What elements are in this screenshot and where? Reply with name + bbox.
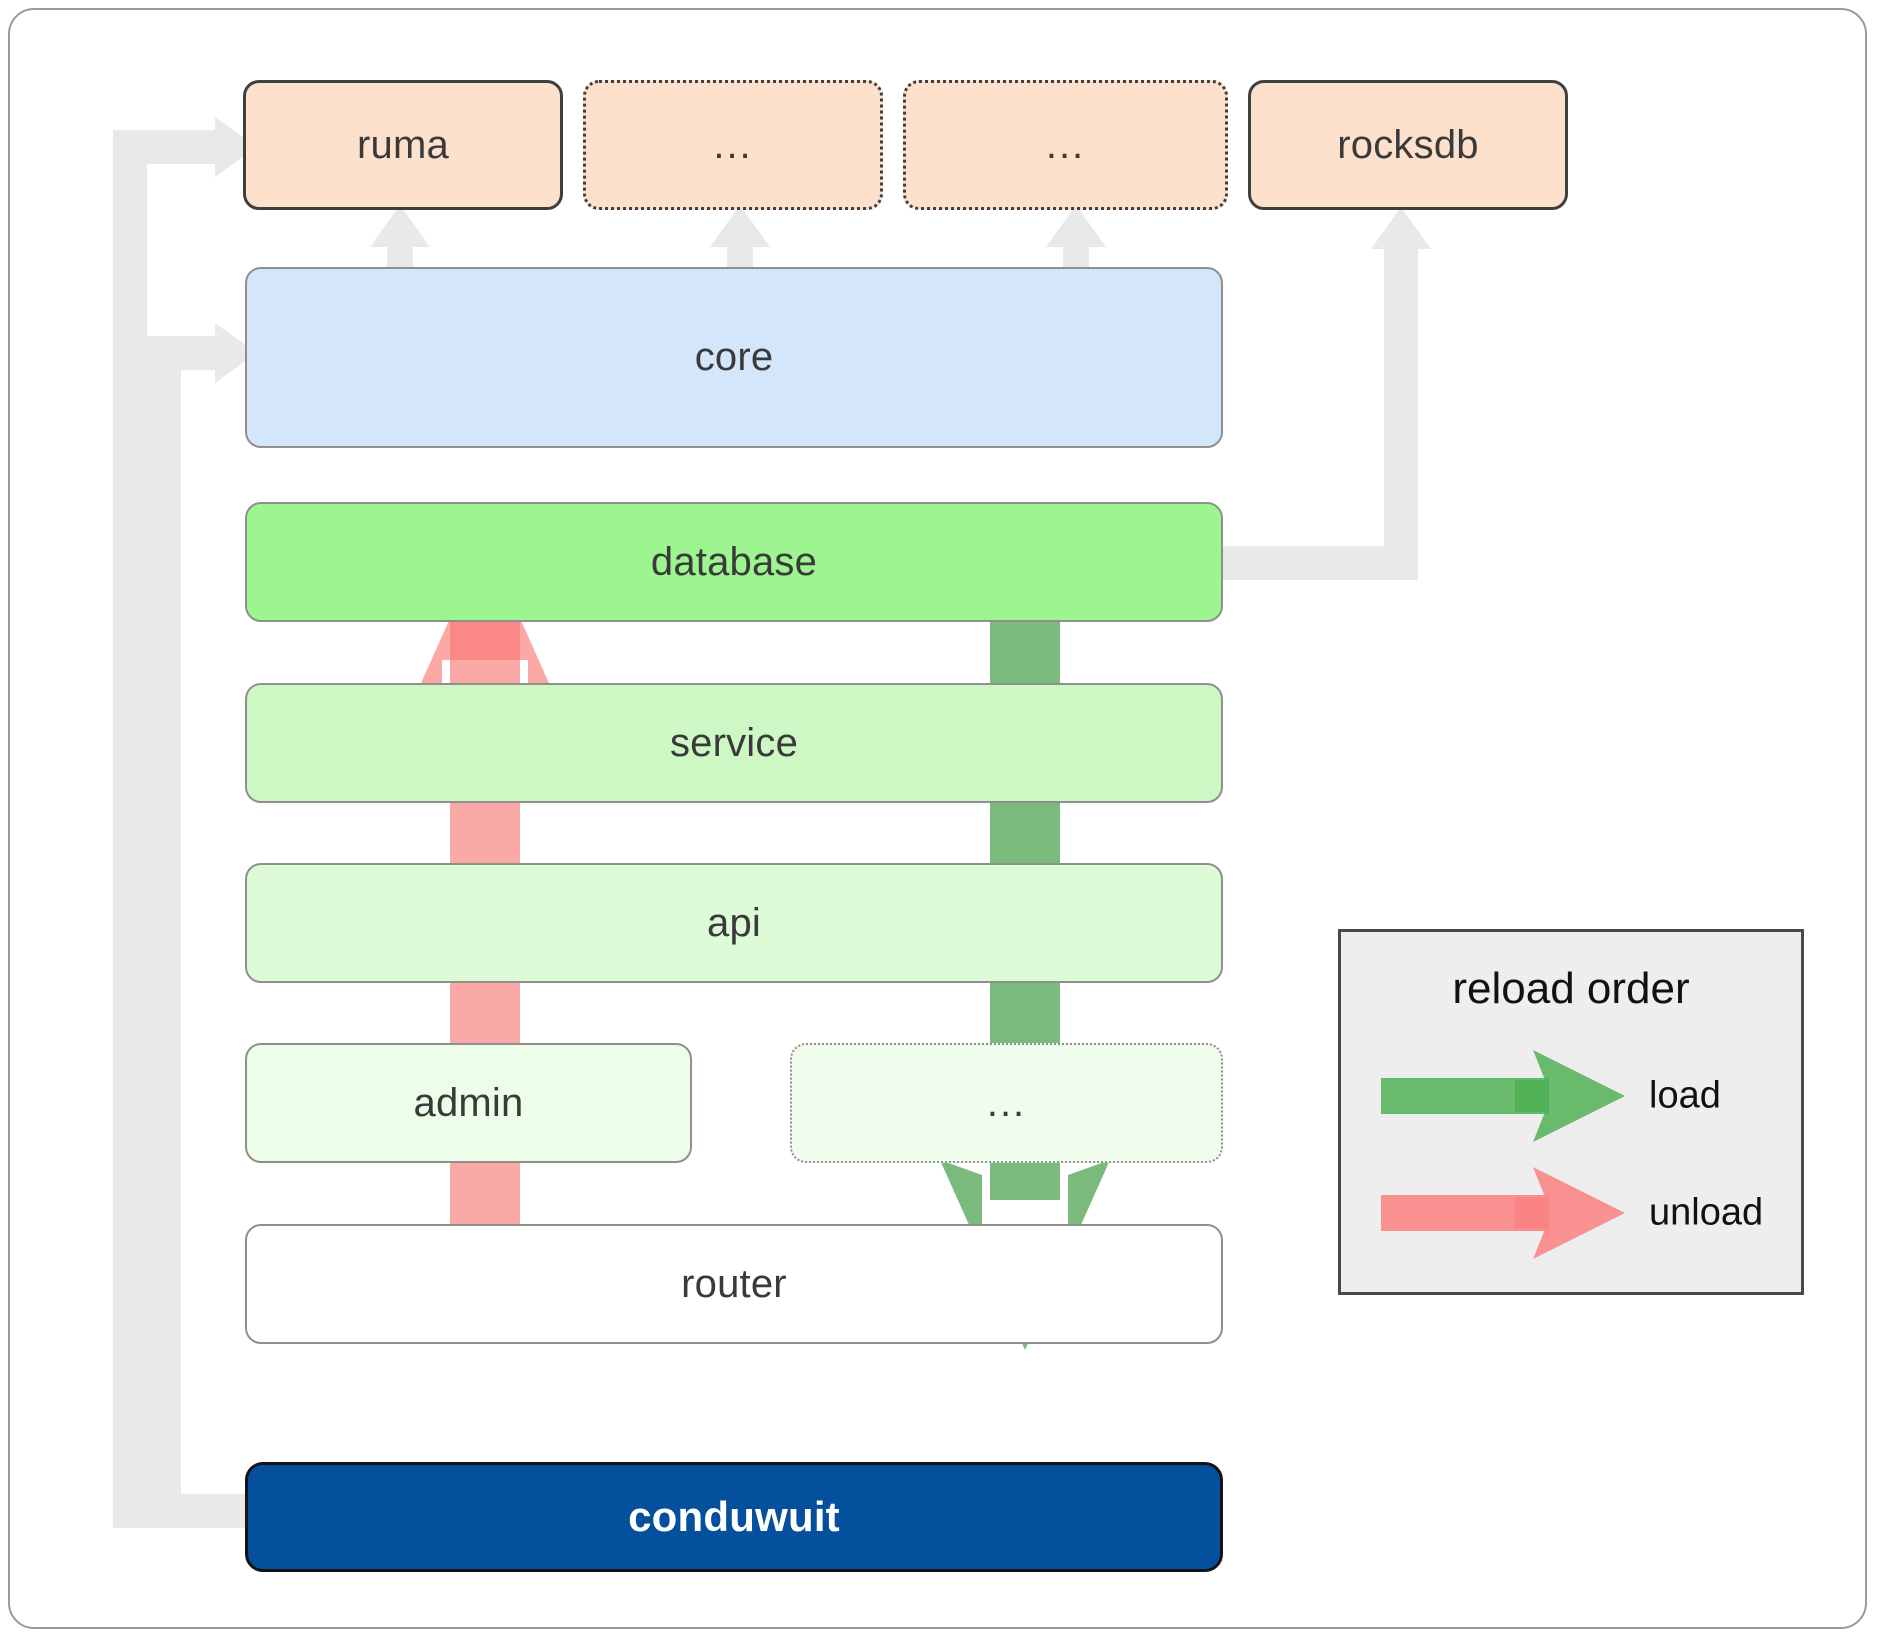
node-label-core: core: [694, 335, 774, 379]
node-label-more: ...: [986, 1080, 1027, 1125]
diagram-outer-frame: [8, 8, 1867, 1629]
node-rocksdb[interactable]: rocksdb: [1248, 80, 1568, 210]
node-label-router: router: [681, 1261, 787, 1306]
node-label-service: service: [669, 720, 799, 765]
node-router[interactable]: router: [245, 1224, 1223, 1344]
node-label-ext3: ...: [1045, 122, 1086, 167]
node-label-admin: admin: [413, 1080, 524, 1125]
legend-panel: reload order load unload: [1338, 929, 1804, 1295]
node-core[interactable]: core: [245, 267, 1223, 448]
connector-trunk-to-core: [147, 336, 181, 1494]
connector-left-trunk: [113, 130, 147, 1528]
node-more[interactable]: ...: [790, 1043, 1223, 1163]
unload-legend-icon: [1381, 1167, 1625, 1259]
load-legend-icon: [1381, 1050, 1625, 1142]
connector-core-to-ext2-arrowhead: [710, 205, 770, 247]
legend-row-unload: unload: [1381, 1167, 1767, 1259]
node-admin[interactable]: admin: [245, 1043, 692, 1163]
node-label-rocksdb: rocksdb: [1337, 122, 1479, 167]
node-label-api: api: [707, 900, 761, 945]
connector-to-ruma-horizontal: [113, 130, 219, 164]
legend-label-load: load: [1649, 1074, 1721, 1117]
node-api[interactable]: api: [245, 863, 1223, 983]
node-ext3[interactable]: ...: [903, 80, 1228, 210]
connector-to-core-horizontal: [147, 336, 219, 370]
node-ext2[interactable]: ...: [583, 80, 883, 210]
node-database[interactable]: database: [245, 502, 1223, 622]
node-ruma[interactable]: ruma: [243, 80, 563, 210]
connector-database-to-rocksdb-vertical: [1384, 248, 1418, 580]
node-label-ext2: ...: [713, 122, 753, 167]
node-service[interactable]: service: [245, 683, 1223, 803]
node-label-database: database: [650, 539, 818, 584]
node-label-conduwuit: conduwuit: [628, 1493, 840, 1540]
node-label-ruma: ruma: [357, 122, 449, 167]
legend-row-load: load: [1381, 1050, 1767, 1142]
legend-title: reload order: [1452, 964, 1690, 1013]
legend-label-unload: unload: [1649, 1191, 1764, 1234]
connector-core-to-ext3-arrowhead: [1046, 205, 1106, 247]
connector-core-to-ruma-arrowhead: [370, 205, 430, 247]
connector-database-to-rocksdb-arrowhead: [1371, 207, 1431, 249]
node-conduwuit[interactable]: conduwuit: [245, 1462, 1223, 1572]
